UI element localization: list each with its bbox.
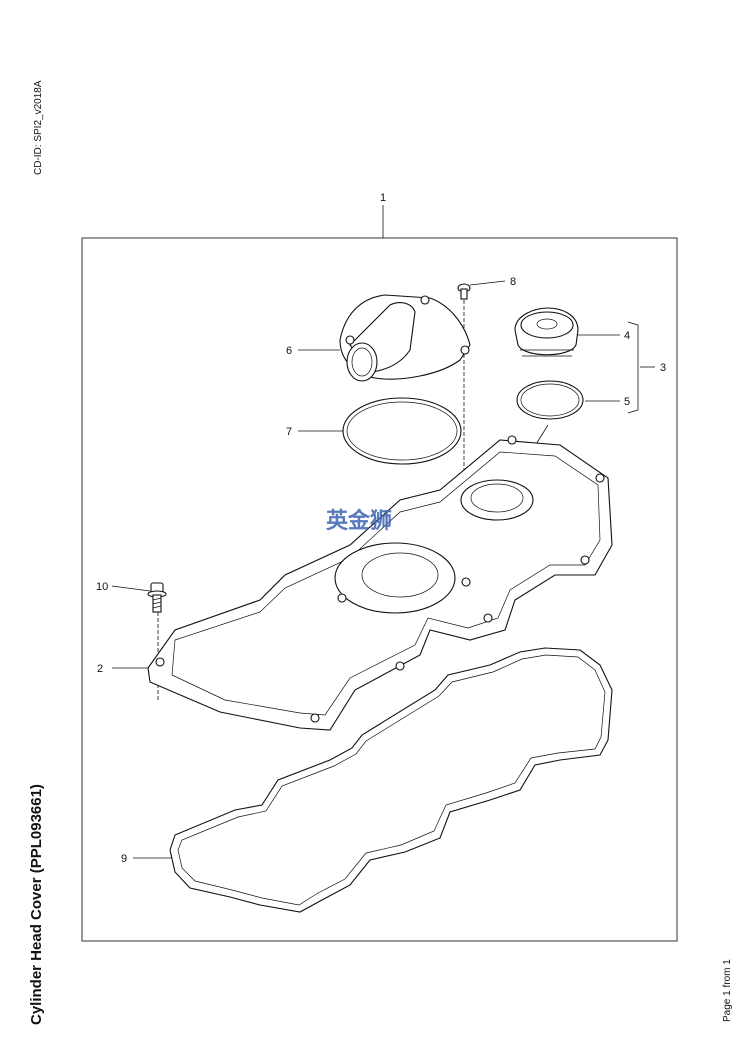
callout-5: 5 — [624, 396, 630, 408]
callout-9: 9 — [121, 853, 127, 865]
diagram-frame — [81, 237, 678, 942]
flange-bolt-part-10 — [147, 582, 167, 613]
outlet-housing-part-6 — [339, 294, 471, 382]
callout-10: 10 — [96, 581, 108, 593]
oil-filler-cap-part-4 — [514, 307, 579, 357]
seal-part-5 — [516, 380, 584, 420]
callout-3: 3 — [660, 362, 666, 374]
callout-7: 7 — [286, 426, 292, 438]
watermark: 英金狮 — [326, 508, 392, 534]
callout-8: 8 — [510, 276, 516, 288]
callout-1: 1 — [380, 192, 386, 204]
callout-6: 6 — [286, 345, 292, 357]
callout-2: 2 — [97, 663, 103, 675]
bolt-part-8 — [457, 283, 471, 300]
cylinder-head-cover-part-2 — [147, 435, 613, 731]
callout-4: 4 — [624, 330, 630, 342]
gasket-part-9 — [169, 647, 613, 913]
o-ring-part-7 — [342, 397, 462, 465]
